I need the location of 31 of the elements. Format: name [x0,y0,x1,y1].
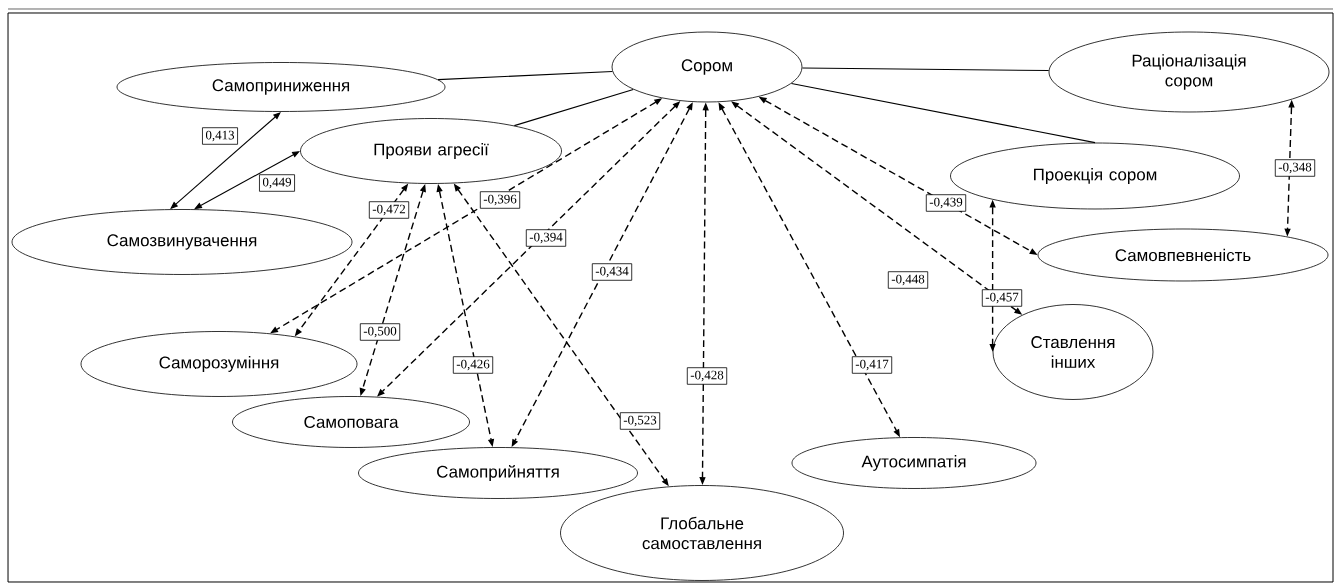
ellipse-node: Саморозуміння [80,331,358,397]
edge-label: -0,434 [591,263,633,281]
connector-line [437,70,613,81]
ellipse-node: Ставлення інших [992,304,1154,400]
edge-label: -0,396 [479,191,521,209]
connector-line [513,88,634,127]
edge-label: -0,472 [368,201,410,219]
ellipse-node: Самоприйняття [358,447,638,499]
edge-label: 0,449 [259,174,295,192]
edge-label: -0,417 [851,356,893,374]
ellipse-node: Сором [611,31,803,103]
edge-label: -0,428 [686,367,728,385]
ellipse-node: Самовпевненість [1037,228,1329,282]
connector-line [790,82,1096,144]
edge-label: -0,394 [525,229,567,247]
ellipse-node: Аутосимпатія [791,437,1037,489]
edge-label: -0,457 [981,289,1023,307]
edge-label: -0,448 [887,271,929,289]
edge-label: -0,426 [452,356,494,374]
ellipse-node: Самоприниження [116,62,446,112]
ellipse-node: Самоповага [232,396,470,448]
connector-line [801,67,1050,72]
ellipse-node: Самозвинувачення [11,209,353,275]
edge-label: -0,500 [359,323,401,341]
edge-label: -0,523 [619,412,661,430]
ellipse-node: Глобальне самоставлення [560,485,844,581]
ellipse-node: Раціоналізація сором [1048,31,1330,113]
edge-label: 0,413 [202,127,238,145]
ellipse-node: Прояви агресії [300,118,562,184]
edge-label: -0,348 [1274,159,1316,177]
edge-label: -0,439 [925,194,967,212]
